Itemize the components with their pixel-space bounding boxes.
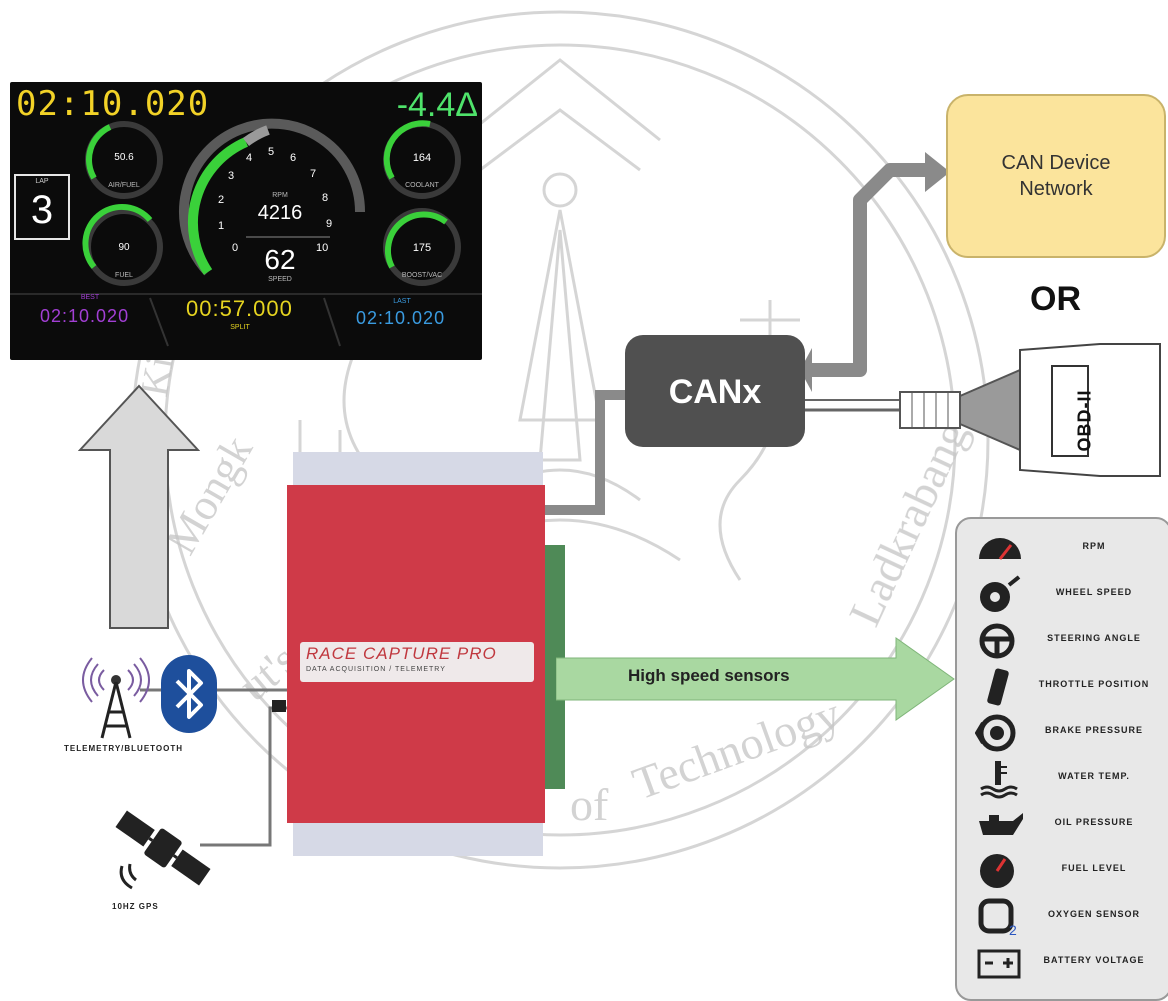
timing-bar: BEST 02:10.020 00:57.000 SPLIT LAST 02:1… [10, 292, 482, 352]
speed-value: 62 [264, 244, 296, 275]
race-capture-logo: RACE CAPTURE PRO DATA ACQUISITION / TELE… [300, 642, 534, 682]
best-label: BEST [80, 294, 100, 301]
sensor-name: THROTTLE POSITION [1038, 679, 1150, 689]
tachometer-icon [979, 538, 1021, 560]
rpm-tick: 3 [228, 170, 235, 182]
air-fuel-label: AIR/FUEL [108, 182, 140, 189]
sensor-name: RPM [1082, 541, 1106, 551]
sensor-name: FUEL LEVEL [1061, 863, 1127, 873]
canx-arrowhead [800, 348, 812, 392]
gps-label: 10Hz GPS [112, 902, 159, 911]
wheel-speed-icon [980, 575, 1021, 612]
speed-label: SPEED [268, 276, 292, 283]
battery-icon [977, 949, 1021, 979]
air-fuel-gauge [85, 121, 163, 199]
steering-wheel-icon [979, 623, 1015, 659]
sensor-panel: RPM WHEEL SPEED STEERING ANGLE THROTTLE … [955, 517, 1168, 1001]
race-capture-subtitle: DATA ACQUISITION / TELEMETRY [306, 666, 446, 673]
high-speed-arrow [556, 637, 955, 721]
rpm-label: RPM [272, 192, 288, 199]
satellite-icon [115, 810, 211, 890]
up-arrow [78, 384, 200, 629]
lap-counter-label: LAP [35, 178, 49, 185]
fuel-label: FUEL [115, 272, 133, 279]
canx-label: CANx [668, 373, 762, 411]
best-value: 02:10.020 [40, 306, 130, 326]
obd-label: OBD-II [1074, 389, 1095, 452]
sensor-name: WATER TEMP. [1058, 771, 1130, 781]
rpm-gauge [179, 118, 366, 276]
network-arrowhead [925, 152, 950, 192]
sensor-name: STEERING ANGLE [1047, 633, 1141, 643]
boost-gauge [383, 208, 461, 286]
lap-counter-value: 3 [30, 188, 54, 232]
sensor-item: BRAKE PRESSURE [957, 711, 1168, 755]
canx-rc-link [545, 390, 630, 515]
sensor-name: OXYGEN SENSOR [1047, 909, 1141, 919]
rpm-value: 4216 [257, 202, 303, 224]
dashboard-gauges [10, 118, 482, 347]
sensor-item: 2 OXYGEN SENSOR [957, 895, 1168, 939]
rpm-tick: 6 [290, 152, 297, 164]
sensor-item: BATTERY VOLTAGE [957, 941, 1168, 985]
rpm-tick: 8 [322, 192, 329, 204]
sensor-item: STEERING ANGLE [957, 619, 1168, 663]
oil-can-icon [979, 813, 1023, 835]
coolant-gauge [383, 120, 461, 199]
rpm-tick: 7 [310, 168, 317, 180]
sensor-name: OIL PRESSURE [1054, 817, 1134, 827]
telemetry-label: Telemetry/Bluetooth [64, 744, 183, 753]
split-label: SPLIT [230, 324, 250, 331]
race-capture-title: RACE CAPTURE PRO [306, 644, 497, 663]
throttle-pedal-icon [987, 668, 1009, 706]
svg-text:2: 2 [1009, 922, 1017, 937]
canx-module: CANx [625, 335, 805, 447]
rpm-tick: 9 [326, 218, 333, 230]
rpm-tick: 0 [232, 242, 239, 254]
rpm-tick: 5 [268, 146, 275, 158]
sensor-item: WHEEL SPEED [957, 573, 1168, 617]
last-label: LAST [393, 298, 411, 305]
radio-tower-icon [82, 657, 150, 739]
fuel-value: 90 [118, 242, 130, 253]
can-device-network: CAN Device Network [946, 94, 1166, 258]
obd-connector [899, 343, 1161, 477]
lap-counter: LAP 3 [14, 174, 70, 240]
can-network-label: CAN Device Network [1001, 152, 1111, 200]
last-value: 02:10.020 [356, 308, 446, 328]
high-speed-label: High speed sensors [628, 666, 790, 685]
boost-label: BOOST/VAC [401, 272, 443, 279]
sensor-name: BRAKE PRESSURE [1044, 725, 1143, 735]
or-label: OR [1030, 280, 1081, 318]
fuel-gauge [82, 203, 163, 286]
dashboard-display: 02:10.020 -4.4Δ LAP 3 [10, 82, 482, 360]
split-value: 00:57.000 [186, 296, 293, 321]
delta-readout: -4.4Δ [396, 86, 478, 124]
fuel-gauge-icon [980, 854, 1014, 888]
bluetooth-icon [161, 655, 217, 733]
rpm-tick: 1 [218, 220, 225, 232]
rpm-tick: 4 [246, 152, 253, 164]
sensor-name: WHEEL SPEED [1055, 587, 1133, 597]
sensor-item: THROTTLE POSITION [957, 665, 1168, 709]
thermometer-icon [980, 761, 1018, 799]
sensor-item: RPM [957, 527, 1168, 571]
sensor-name: BATTERY VOLTAGE [1043, 955, 1145, 965]
coolant-label: COOLANT [405, 182, 439, 189]
canx-network-link [805, 163, 925, 377]
lap-time-readout: 02:10.020 [16, 84, 210, 124]
rpm-tick: 10 [316, 242, 329, 254]
sensor-item: WATER TEMP. [957, 757, 1168, 801]
coolant-value: 164 [412, 152, 432, 164]
air-fuel-value: 50.6 [114, 152, 134, 163]
sensor-item: FUEL LEVEL [957, 849, 1168, 893]
sensor-item: OIL PRESSURE [957, 803, 1168, 847]
boost-value: 175 [412, 242, 432, 254]
oxygen-sensor-icon: 2 [978, 898, 1017, 937]
brake-icon [975, 714, 1016, 752]
rpm-tick: 2 [218, 194, 225, 206]
